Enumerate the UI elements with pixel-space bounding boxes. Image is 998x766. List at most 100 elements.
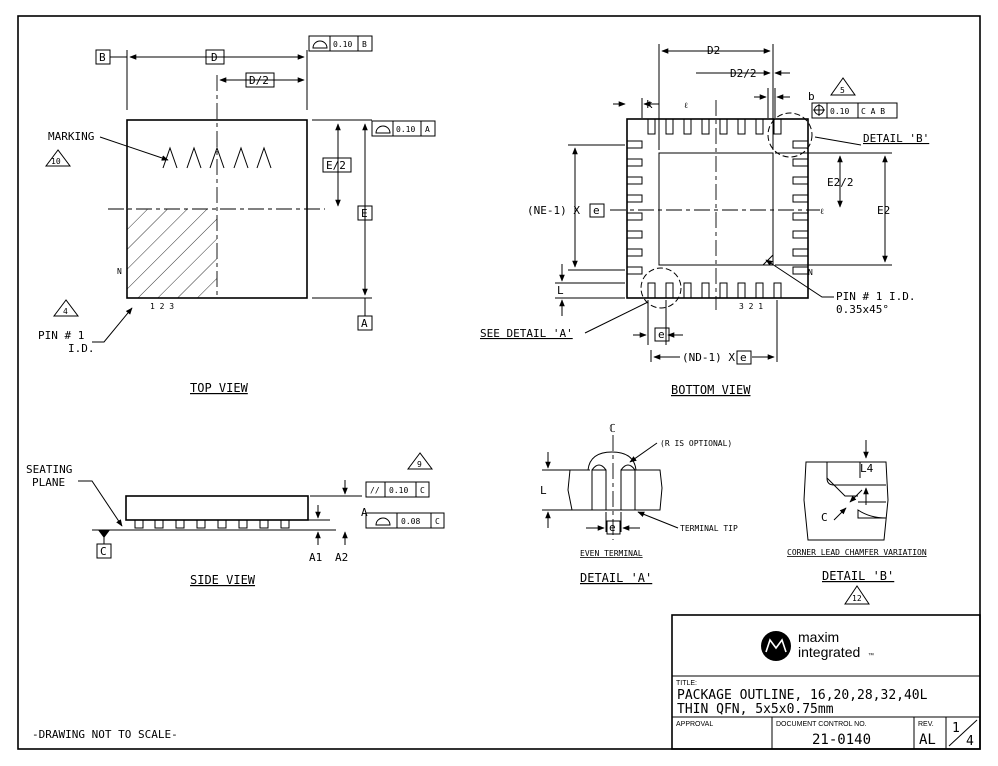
dim-a: A: [361, 506, 368, 519]
even-terminal-label: EVEN TERMINAL: [580, 549, 643, 558]
note-9-label: 9: [417, 460, 422, 469]
seating-plane-label-2: PLANE: [32, 476, 65, 489]
dim-c: C: [821, 511, 828, 524]
dim-e-pitch: e: [658, 328, 665, 341]
tol-flat-value: 0.08: [401, 517, 420, 526]
maxim-logo-icon: [761, 631, 791, 661]
title-line-2: THIN QFN, 5x5x0.75mm: [677, 702, 834, 717]
note-4-triangle: [53, 299, 79, 317]
drawing-border: [17, 15, 981, 750]
bottom-view-terminals-bottom: [647, 282, 782, 299]
ne-label: (NE-1) X: [527, 204, 580, 217]
rev-value: AL: [919, 732, 936, 748]
side-view-title: SIDE VIEW: [190, 573, 256, 587]
bottom-view-title: BOTTOM VIEW: [671, 383, 751, 397]
datum-b: B: [99, 51, 106, 64]
note-10-label: 10: [51, 157, 61, 166]
pin-n-label: N: [117, 267, 122, 276]
pin-numbers-bottom: 3 2 1: [739, 302, 763, 311]
detail-b-outline: [803, 461, 889, 541]
exposed-pad: [658, 152, 774, 266]
svg-text:ℓ: ℓ: [684, 101, 688, 110]
pin-numbers: 1 2 3: [150, 302, 174, 311]
tol-frame-position: [811, 102, 898, 119]
marking-label: MARKING: [48, 130, 94, 143]
detail-b: L4 C CORNER LEAD CHAMFER VARIATION DETAI…: [787, 440, 927, 605]
pin-id-label-1: PIN # 1: [38, 329, 84, 342]
dim-e2-half: E2/2: [827, 176, 854, 189]
dim-d-half: D/2: [249, 74, 269, 87]
bottom-view-body: [626, 118, 809, 299]
dim-l4: L4: [860, 462, 874, 475]
note-5-label: 5: [840, 86, 845, 95]
note-12-triangle: [844, 585, 870, 605]
sheet-number: 1: [952, 721, 960, 736]
dim-k: k: [646, 98, 653, 111]
pin1-hatch-area: [127, 209, 217, 298]
svg-text:ℓ: ℓ: [820, 207, 824, 216]
svg-text://: //: [370, 486, 380, 495]
dim-d: D: [211, 51, 218, 64]
doc-control-number: 21-0140: [812, 732, 871, 748]
detail-a: ℂ L (R IS OPTIONAL) e TERMINAL TIP EVEN …: [540, 422, 738, 585]
datum-a: A: [361, 317, 368, 330]
nd-label: (ND-1) X: [682, 351, 735, 364]
nd-e-box: e: [740, 351, 747, 364]
title-block: maxim integrated ™ TITLE: PACKAGE OUTLIN…: [671, 614, 981, 750]
brand-tm: ™: [868, 652, 874, 659]
top-view: MARKING 10 D B D/2 0.10 B E E/2: [38, 35, 436, 395]
side-view-body: [125, 495, 309, 521]
bottom-view: D2 D2/2 ℓ k b 5 0.10 C A B DETAIL 'B' E2: [480, 44, 929, 397]
bottom-view-terminals-left: [626, 140, 643, 275]
side-view: SEATING PLANE C A A1 A2 9 // 0.10 C 0.08…: [26, 452, 445, 587]
note-9-triangle: [407, 452, 433, 470]
tol-par-ref: C: [420, 486, 425, 495]
ne-e-box: e: [593, 204, 600, 217]
dim-d2: D2: [707, 44, 720, 57]
tol-frame-parallel: [365, 481, 430, 498]
detail-b-callout: DETAIL 'B': [863, 132, 929, 145]
detail-a-dim-l: L: [540, 484, 547, 497]
dim-b: b: [808, 90, 815, 103]
brand-name-2: integrated: [798, 644, 860, 660]
bottom-view-terminals-right: [792, 140, 809, 275]
dim-l: L: [557, 284, 564, 297]
detail-a-dim-e: e: [609, 521, 616, 534]
title-label: TITLE:: [676, 680, 697, 687]
dim-a1: A1: [309, 551, 322, 564]
top-view-title: TOP VIEW: [190, 381, 249, 395]
tol-pos-refs: C A B: [861, 107, 885, 116]
tol-frame-a: [371, 120, 436, 137]
note-5-triangle: [830, 77, 856, 96]
note-12-label: 12: [852, 594, 862, 603]
corner-chamfer-label: CORNER LEAD CHAMFER VARIATION: [787, 548, 927, 557]
sheet-total: 4: [966, 734, 974, 749]
tol-par-value: 0.10: [389, 486, 408, 495]
detail-a-outline: [567, 451, 663, 511]
dim-e2: E2: [877, 204, 890, 217]
centerline-symbol: ℂ: [609, 422, 616, 435]
pin-id-chamfer: 0.35x45°: [836, 303, 889, 316]
side-view-terminals: [134, 519, 290, 529]
tol-flat-ref: C: [435, 517, 440, 526]
rev-label: REV.: [918, 721, 934, 728]
dim-a2: A2: [335, 551, 348, 564]
note-10-triangle: [45, 149, 71, 167]
detail-a-circle: [640, 267, 682, 309]
tol-b-ref: B: [362, 40, 367, 49]
marking-triangles: [162, 146, 272, 169]
brand-name-1: maxim: [798, 629, 839, 645]
dim-d2-half: D2/2: [730, 67, 757, 80]
approval-label: APPROVAL: [676, 721, 713, 728]
doc-control-label: DOCUMENT CONTROL NO.: [776, 721, 867, 728]
dim-e: E: [361, 207, 368, 220]
dim-e-half: E/2: [326, 159, 346, 172]
datum-c: C: [100, 545, 107, 558]
tol-a-ref: A: [425, 125, 430, 134]
pin-id-label-2: I.D.: [68, 342, 95, 355]
detail-b-circle: [767, 112, 813, 158]
see-detail-a-callout: SEE DETAIL 'A': [480, 327, 573, 340]
pin-n-label-bottom: N: [808, 268, 813, 277]
tol-a-value: 0.10: [396, 125, 415, 134]
